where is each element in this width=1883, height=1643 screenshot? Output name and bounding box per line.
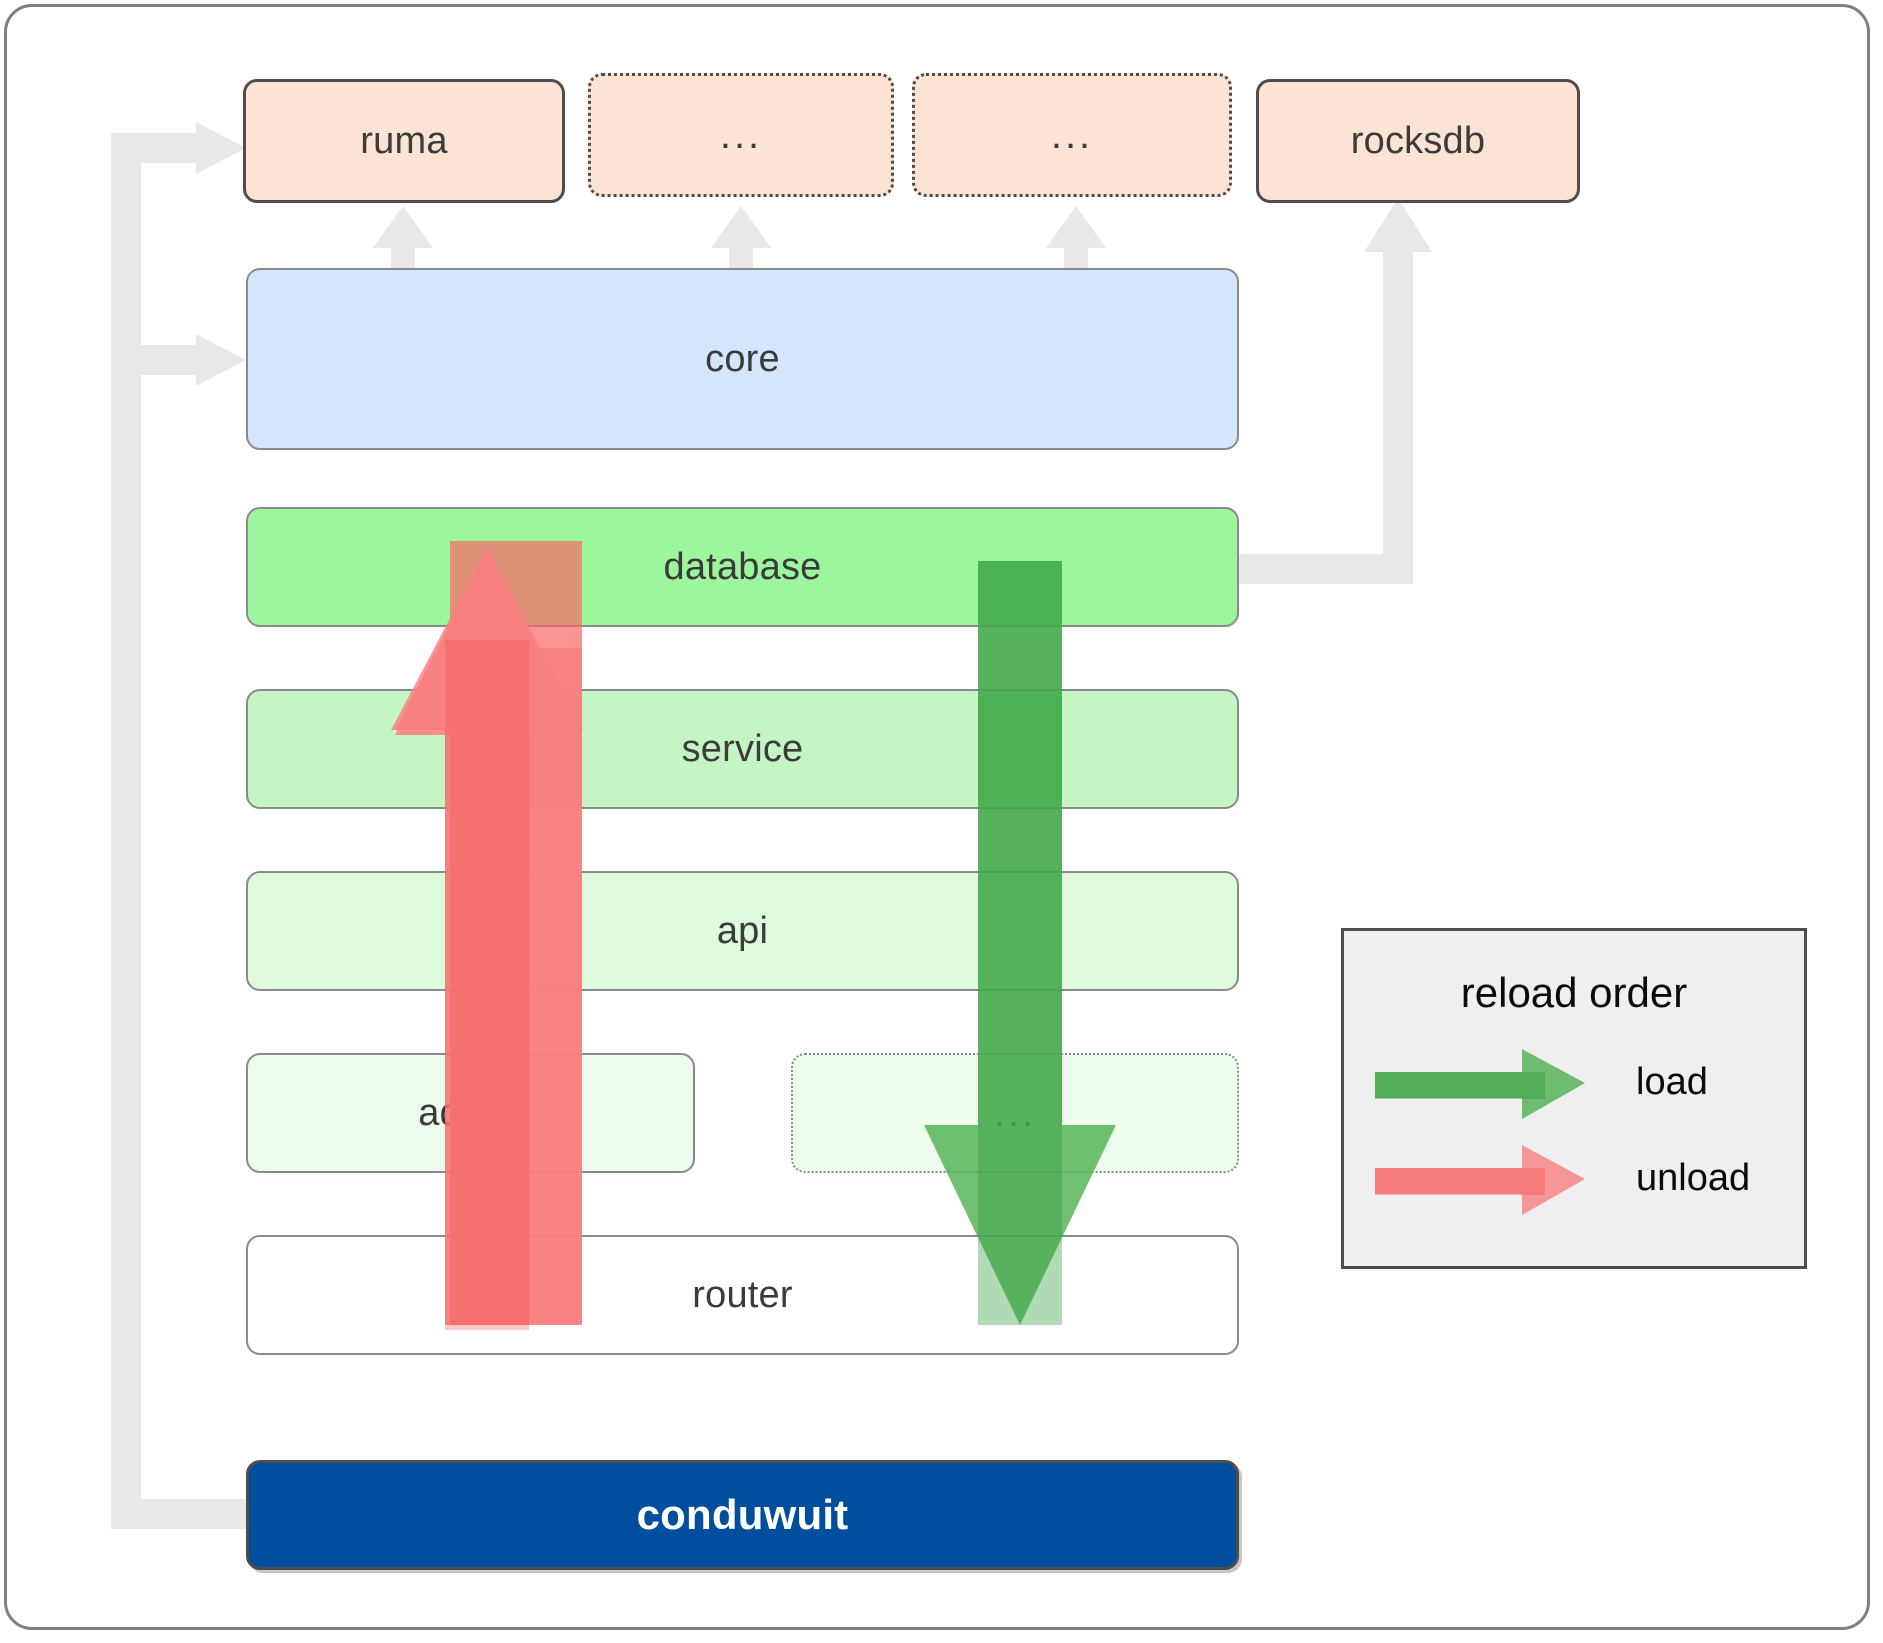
node-core[interactable]: core [246,268,1239,450]
node-ruma-label: ruma [360,119,448,162]
legend-load-arrow-icon [1375,1049,1585,1119]
node-top-ellipsis-1-label: ... [719,112,763,157]
legend-label-unload: unload [1636,1157,1751,1199]
node-ruma[interactable]: ruma [243,79,565,203]
node-conduwuit[interactable]: conduwuit [246,1460,1239,1570]
legend-unload-arrow-icon [1375,1145,1585,1215]
node-top-ellipsis-2[interactable]: ... [912,73,1232,197]
node-top-ellipsis-2-label: ... [1050,112,1094,157]
legend-title: reload order [1460,969,1688,1016]
node-admin-label: admin [418,1091,523,1134]
node-core-label: core [705,337,780,380]
node-rocksdb[interactable]: rocksdb [1256,79,1580,203]
diagram-frame [4,4,1870,1630]
node-database[interactable]: database [246,507,1239,627]
node-router[interactable]: router [246,1235,1239,1355]
node-database-label: database [663,545,822,588]
node-api-label: api [716,909,769,952]
node-rocksdb-label: rocksdb [1350,119,1486,162]
node-api[interactable]: api [246,871,1239,991]
node-admin[interactable]: admin [246,1053,695,1173]
legend-panel: reload order load unload [1341,928,1807,1269]
legend-arrow-glyphs [1375,1049,1585,1215]
node-conduwuit-label: conduwuit [636,1491,849,1538]
node-router-label: router [692,1273,793,1316]
node-service[interactable]: service [246,689,1239,809]
node-top-ellipsis-1[interactable]: ... [588,73,894,197]
legend-load-arrow-stripe [1375,1072,1545,1099]
node-service-label: service [681,727,804,770]
legend-label-load: load [1636,1061,1708,1103]
node-stack-ellipsis-label: ... [993,1090,1037,1135]
legend-unload-arrow-stripe [1375,1168,1545,1195]
node-stack-ellipsis[interactable]: ... [791,1053,1239,1173]
